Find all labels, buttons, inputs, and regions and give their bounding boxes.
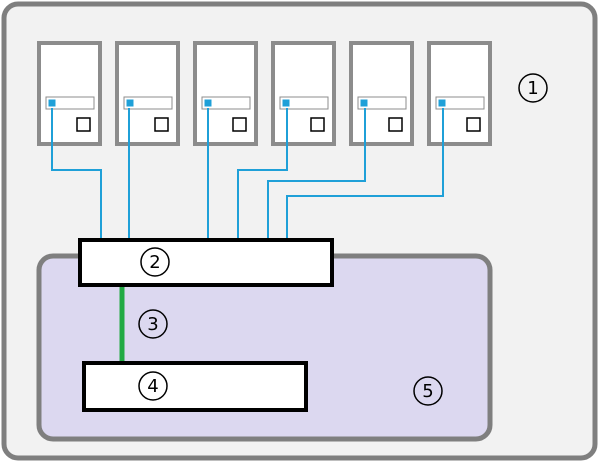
server-3 <box>195 43 256 144</box>
network-port <box>283 100 289 106</box>
server-1 <box>39 43 100 144</box>
label-group-text: 5 <box>422 381 433 402</box>
server-4 <box>273 43 334 144</box>
label-link-text: 3 <box>147 314 158 335</box>
label-outer-text: 1 <box>527 78 538 99</box>
network-port <box>49 100 55 106</box>
server-chassis <box>195 43 256 144</box>
server-chassis <box>117 43 178 144</box>
power-button-icon <box>467 118 480 131</box>
storage-box <box>84 363 306 410</box>
network-port <box>205 100 211 106</box>
network-port <box>361 100 367 106</box>
label-storage-text: 4 <box>147 376 158 397</box>
power-button-icon <box>389 118 402 131</box>
server-5 <box>351 43 412 144</box>
server-chassis <box>273 43 334 144</box>
power-button-icon <box>77 118 90 131</box>
power-button-icon <box>311 118 324 131</box>
server-chassis <box>39 43 100 144</box>
label-switch-text: 2 <box>149 252 160 273</box>
server-2 <box>117 43 178 144</box>
server-chassis <box>429 43 490 144</box>
power-button-icon <box>233 118 246 131</box>
server-chassis <box>351 43 412 144</box>
network-port <box>439 100 445 106</box>
switch-box <box>80 240 332 285</box>
network-port <box>127 100 133 106</box>
power-button-icon <box>155 118 168 131</box>
server-6 <box>429 43 490 144</box>
